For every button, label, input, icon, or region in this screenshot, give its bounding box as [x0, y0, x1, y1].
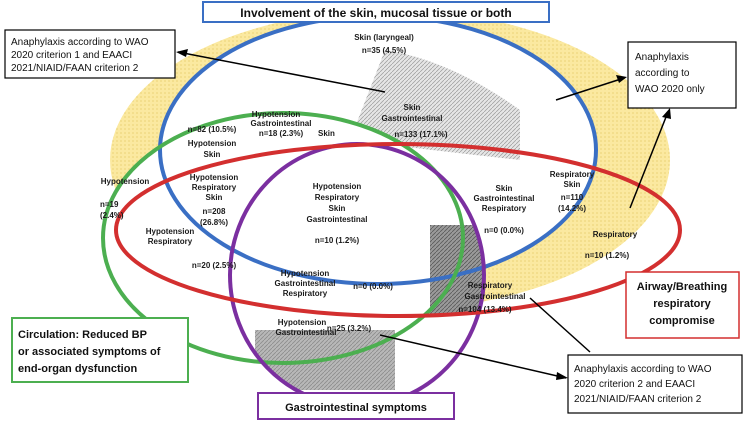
- region-resp-skin-name1: Respiratory: [550, 170, 595, 179]
- circulation-label-line3: end-organ dysfunction: [18, 363, 137, 375]
- region-hypo-gi-resp-count: n=0 (0.0%): [353, 282, 393, 291]
- callout-wao-criterion2-box: [567, 354, 743, 414]
- circulation-label-box: [11, 317, 189, 383]
- region-all-four-name3: Skin: [329, 204, 346, 213]
- region-all-four-name4: Gastrointestinal: [307, 215, 368, 224]
- arrow-wao-only-2: [629, 111, 669, 209]
- callout-wao-criterion2-line3: 2021/NIAID/FAAN criterion 2: [574, 394, 702, 405]
- title: Involvement of the skin, mucosal tissue …: [240, 6, 511, 20]
- region-hypo-gi-skin-count: n=18 (2.3%): [259, 129, 304, 138]
- title-box: [202, 1, 550, 23]
- arrowhead-wao-criterion1: [176, 49, 188, 57]
- region-resp-gi-name1: Respiratory: [468, 281, 513, 290]
- region-hypo-count1: n=19: [100, 200, 119, 209]
- region-hypo-gi-skin-name1: Hypotension: [252, 110, 301, 119]
- arrowhead-wao-only-2: [662, 108, 671, 119]
- region-skin-gi-name1: Skin: [404, 103, 421, 112]
- region-hypo-gi-skin-name3: Skin: [318, 129, 335, 138]
- region-hypo-skin-count: n=82 (10.5%): [188, 125, 237, 134]
- region-resp-name: Respiratory: [593, 230, 638, 239]
- callout-wao-only-line3: WAO 2020 only: [635, 84, 705, 95]
- region-hypo-resp-skin-name2: Respiratory: [192, 183, 237, 192]
- region-resp-skin-name2: Skin: [564, 180, 581, 189]
- region-resp-count: n=10 (1.2%): [585, 251, 630, 260]
- region-skin-laryngeal-name: Skin (laryngeal): [354, 33, 414, 42]
- region-resp-skin-count2: (14.2%): [558, 204, 586, 213]
- circulation-label-line2: or associated symptoms of: [18, 346, 161, 358]
- region-hypo-name: Hypotension: [101, 177, 150, 186]
- airway-label-line3: compromise: [649, 315, 714, 327]
- region-hypo-gi-skin-name2: Gastrointestinal: [251, 119, 312, 128]
- region-hypo-resp-skin-count2: (26.8%): [200, 218, 228, 227]
- callout-wao-only-line2: according to: [635, 68, 690, 79]
- region-hypo-resp-name2: Respiratory: [148, 237, 193, 246]
- callout-wao-criterion1-line3: 2021/NIAID/FAAN criterion 2: [11, 63, 139, 74]
- gi-label-box: [257, 392, 455, 420]
- region-hypo-gi-name2: Gastrointestinal: [276, 328, 337, 337]
- region-skin-gi-name2: Gastrointestinal: [382, 114, 443, 123]
- region-resp-gi-name2: Gastrointestinal: [465, 292, 526, 301]
- callout-wao-only-line1: Anaphylaxis: [635, 52, 689, 63]
- region-hypo-resp-name1: Hypotension: [146, 227, 195, 236]
- callout-wao-criterion1-line1: Anaphylaxis according to WAO: [11, 37, 149, 48]
- region-skin-gi-resp-name2: Gastrointestinal: [474, 194, 535, 203]
- callout-wao-criterion2-line2: 2020 criterion 2 and EAACI: [574, 379, 695, 390]
- airway-label-box: [625, 271, 740, 339]
- arrow-wao-criterion2-2: [379, 334, 567, 379]
- region-skin-gi-resp-name3: Respiratory: [482, 204, 527, 213]
- airway-ellipse: [114, 142, 682, 318]
- gi-label: Gastrointestinal symptoms: [285, 402, 427, 414]
- arrow-wao-criterion2-1: [529, 297, 591, 353]
- region-hypo-gi-resp-name1: Hypotension: [281, 269, 330, 278]
- arrowhead-wao-only-1: [616, 75, 627, 83]
- circulation-ellipse: [101, 111, 465, 365]
- airway-label-line2: respiratory: [653, 298, 711, 310]
- arrow-wao-only-1: [555, 77, 625, 101]
- region-hypo-resp-skin-count1: n=208: [203, 207, 226, 216]
- region-all-four-count: n=10 (1.2%): [315, 236, 360, 245]
- region-hypo-resp-skin-name3: Skin: [206, 193, 223, 202]
- region-hypo-skin-name1: Hypotension: [188, 139, 237, 148]
- region-all-four-name1: Hypotension: [313, 182, 362, 191]
- region-hypo-skin-name2: Skin: [204, 150, 221, 159]
- callout-wao-criterion1-line2: 2020 criterion 1 and EAACI: [11, 50, 132, 61]
- region-hypo-resp-count: n=20 (2.5%): [192, 261, 237, 270]
- region-hypo-count2: (2.4%): [100, 211, 124, 220]
- arrow-wao-criterion1: [177, 51, 386, 93]
- region-skin-gi-count: n=133 (17.1%): [394, 130, 447, 139]
- region-hypo-resp-skin-name1: Hypotension: [190, 173, 239, 182]
- callout-wao-criterion2-line1: Anaphylaxis according to WAO: [574, 364, 712, 375]
- skin-gi-hatch: [350, 50, 520, 160]
- region-skin-gi-resp-name1: Skin: [496, 184, 513, 193]
- region-hypo-gi-resp-name2: Gastrointestinal: [275, 279, 336, 288]
- region-hypo-gi-resp-name3: Respiratory: [283, 289, 328, 298]
- region-skin-laryngeal-count: n=35 (4.5%): [362, 46, 407, 55]
- region-all-four-name2: Respiratory: [315, 193, 360, 202]
- region-hypo-gi-name1: Hypotension: [278, 318, 327, 327]
- callout-wao-only-box: [627, 41, 737, 109]
- region-resp-skin-count1: n=110: [561, 193, 584, 202]
- region-hypo-gi-count: n=25 (3.2%): [327, 324, 372, 333]
- airway-label-line1: Airway/Breathing: [637, 281, 727, 293]
- callout-wao-criterion1-box: [4, 29, 176, 79]
- circulation-label-line1: Circulation: Reduced BP: [18, 329, 147, 341]
- region-skin-gi-resp-count: n=0 (0.0%): [484, 226, 524, 235]
- arrowhead-wao-criterion2: [556, 372, 568, 380]
- region-resp-gi-count: n=104 (13.4%): [458, 305, 511, 314]
